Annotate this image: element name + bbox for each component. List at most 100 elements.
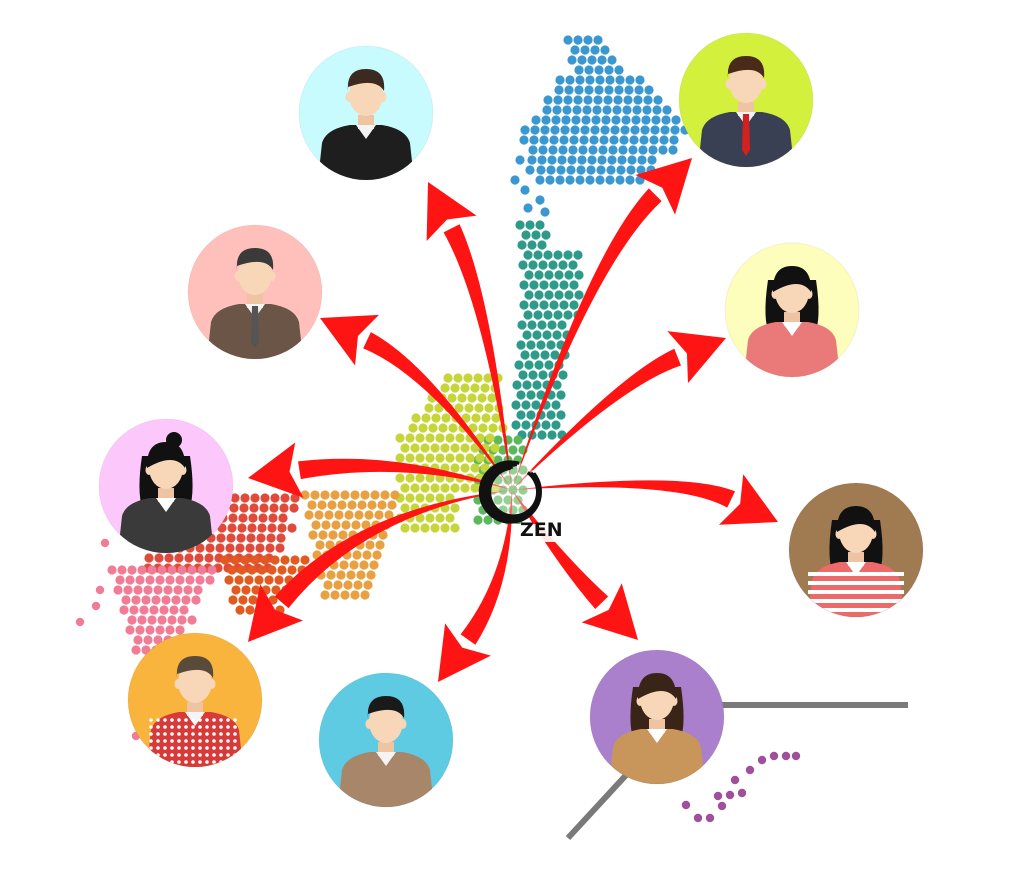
avatar-face	[178, 661, 212, 703]
map-dot	[574, 85, 584, 95]
map-dot	[175, 625, 185, 635]
map-dot	[547, 155, 557, 165]
map-dot	[310, 490, 320, 500]
map-dot	[250, 493, 260, 503]
map-dot	[255, 543, 265, 553]
arrow-shaft	[460, 490, 513, 645]
map-dot	[520, 350, 530, 360]
map-dot	[307, 500, 317, 510]
map-dot	[290, 555, 300, 565]
arrow-shaft	[512, 348, 681, 490]
map-dot	[573, 35, 583, 45]
map-dot	[405, 433, 415, 443]
map-dot	[580, 125, 590, 135]
map-dot	[267, 523, 277, 533]
map-dot	[565, 75, 575, 85]
map-dot	[594, 85, 604, 95]
map-dot	[191, 595, 201, 605]
map-dot	[519, 300, 529, 310]
map-dot	[624, 85, 634, 95]
map-dot	[580, 45, 590, 55]
map-dot	[204, 553, 214, 563]
map-dot	[440, 483, 450, 493]
map-dot	[521, 420, 531, 430]
map-dot	[215, 543, 225, 553]
map-dot	[625, 75, 635, 85]
map-dot	[205, 575, 215, 585]
map-dot	[400, 483, 410, 493]
map-dot	[769, 751, 779, 761]
map-dot	[240, 493, 250, 503]
map-dot	[144, 553, 154, 563]
map-dot	[659, 135, 669, 145]
map-dot	[567, 55, 577, 65]
map-dot	[558, 260, 568, 270]
map-dot	[520, 185, 530, 195]
avatar-hair	[772, 266, 812, 292]
map-dot	[280, 555, 290, 565]
map-dot	[537, 430, 547, 440]
map-dot	[554, 85, 564, 95]
map-dot	[627, 155, 637, 165]
map-dot	[424, 403, 434, 413]
map-dot	[259, 503, 269, 513]
map-dot	[662, 105, 672, 115]
map-dot	[463, 373, 473, 383]
map-dot	[257, 523, 267, 533]
map-dot	[339, 560, 349, 570]
map-dot	[400, 523, 410, 533]
map-dot	[367, 500, 377, 510]
map-dot	[526, 410, 536, 420]
map-dot	[534, 290, 544, 300]
map-dot	[609, 135, 619, 145]
map-dot	[573, 250, 583, 260]
map-dot	[460, 483, 470, 493]
map-dot	[193, 585, 203, 595]
map-dot	[573, 95, 583, 105]
map-dot	[575, 75, 585, 85]
map-dot	[279, 503, 289, 513]
map-dot	[552, 380, 562, 390]
map-dot	[529, 280, 539, 290]
map-dot	[556, 390, 566, 400]
arrow-head	[426, 182, 477, 242]
arrow-shaft	[298, 458, 512, 490]
map-dot	[157, 615, 167, 625]
map-dot	[461, 413, 471, 423]
map-dot	[533, 310, 543, 320]
map-dot	[583, 35, 593, 45]
man-polka-shirt-avatar-icon	[127, 632, 263, 768]
map-dot	[395, 453, 405, 463]
map-dot	[583, 95, 593, 105]
map-dot	[557, 155, 567, 165]
map-dot	[584, 85, 594, 95]
map-dot	[585, 75, 595, 85]
map-dot	[681, 800, 691, 810]
map-dot	[549, 280, 559, 290]
man-navy-suit-avatar-icon	[678, 32, 814, 168]
map-dot	[258, 513, 268, 523]
map-dot	[271, 585, 281, 595]
map-dot	[522, 330, 532, 340]
map-dot	[179, 605, 189, 615]
map-dot	[420, 483, 430, 493]
map-dot	[757, 755, 767, 765]
arrow-head	[320, 314, 379, 366]
map-dot	[597, 55, 607, 65]
map-dot	[460, 443, 470, 453]
map-dot	[652, 105, 662, 115]
map-dot	[175, 575, 185, 585]
map-dot	[145, 575, 155, 585]
map-dot	[540, 350, 550, 360]
map-dot	[596, 165, 606, 175]
map-dot	[270, 493, 280, 503]
map-dot	[541, 230, 551, 240]
map-dot	[377, 500, 387, 510]
map-dot	[194, 553, 204, 563]
map-dot	[599, 135, 609, 145]
map-dot	[668, 145, 678, 155]
map-dot	[320, 490, 330, 500]
map-dot	[658, 145, 668, 155]
map-dot	[411, 413, 421, 423]
